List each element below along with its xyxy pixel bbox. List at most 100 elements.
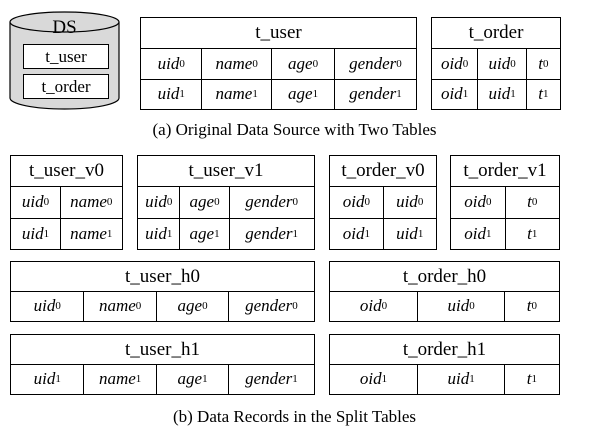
cell-field: gender [245, 192, 293, 212]
ds-table-t-user: t_user [23, 44, 109, 69]
cell-field: name [98, 296, 136, 316]
cell-field: gender [245, 296, 293, 316]
cell-subscript: 0 [364, 196, 371, 209]
cell-field: oid [440, 53, 463, 73]
cell-subscript: 1 [214, 227, 220, 240]
cell-field: gender [349, 53, 397, 73]
cell-subscript: 0 [135, 300, 142, 313]
cell-subscript: 0 [43, 196, 50, 209]
cell-subscript: 1 [135, 373, 142, 386]
cell-subscript: 0 [202, 300, 208, 313]
cell-subscript: 1 [166, 227, 173, 240]
cell-field: gender [349, 84, 397, 104]
table-title: t_order_v0 [330, 156, 436, 187]
cell-subscript: 1 [417, 227, 424, 240]
cell-field: uid [21, 223, 44, 243]
cell-field: gender [245, 369, 293, 389]
cell-field: name [215, 84, 253, 104]
table-title: t_user_h0 [11, 262, 314, 292]
cell-subscript: 1 [312, 88, 319, 101]
cell-field: uid [447, 296, 470, 316]
cell-subscript: 0 [292, 300, 298, 313]
table-title: t_user_v0 [11, 156, 122, 187]
cell-subscript: 1 [510, 88, 516, 101]
cell-field: age [189, 223, 215, 243]
cell-subscript: 0 [531, 300, 537, 313]
cell-subscript: 0 [292, 196, 299, 209]
cell-subscript: 0 [166, 196, 173, 209]
cell-field: uid [21, 192, 44, 212]
cell-field: age [288, 84, 313, 104]
caption-a: (a) Original Data Source with Two Tables [152, 120, 437, 139]
cell-field: uid [33, 296, 56, 316]
ds-table-t-order: t_order [23, 74, 109, 99]
table-title: t_order_h1 [330, 335, 559, 365]
cell-field: t [538, 84, 543, 104]
cell-field: name [70, 192, 107, 212]
cell-subscript: 1 [531, 227, 538, 240]
cell-subscript: 1 [469, 373, 475, 386]
cell-field: t [526, 296, 532, 316]
cell-field: uid [396, 223, 418, 243]
cell-field: age [177, 369, 203, 389]
cell-field: uid [396, 192, 418, 212]
caption-b: (b) Data Records in the Split Tables [172, 407, 417, 426]
table-title: t_order [432, 18, 560, 49]
cell-subscript: 0 [531, 196, 538, 209]
table-title: t_order_v1 [451, 156, 559, 187]
cell-field: uid [447, 369, 470, 389]
cell-subscript: 1 [43, 227, 50, 240]
cell-subscript: 1 [462, 88, 469, 101]
cell-field: uid [33, 369, 56, 389]
table-title: t_user [141, 18, 416, 49]
cell-subscript: 1 [486, 227, 492, 240]
cell-subscript: 1 [543, 88, 549, 101]
table-title: t_user_v1 [138, 156, 314, 187]
cell-field: t [527, 223, 532, 243]
table-title: t_user_h1 [11, 335, 314, 365]
cell-field: t [527, 192, 532, 212]
cell-subscript: 0 [106, 196, 113, 209]
cell-field: uid [145, 223, 167, 243]
